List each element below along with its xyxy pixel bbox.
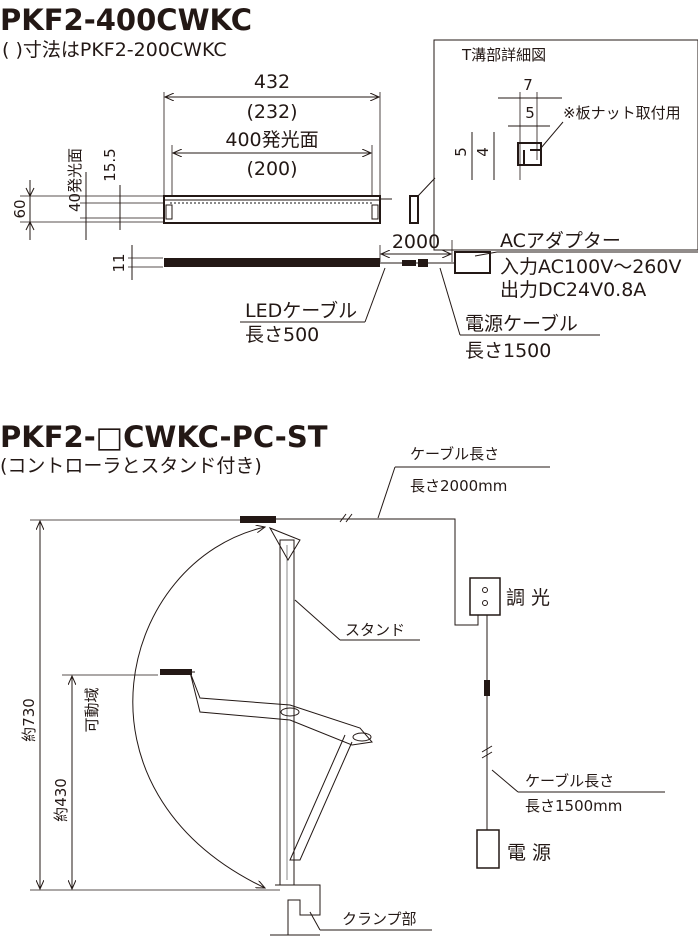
leader-line — [377, 466, 396, 519]
product-subtitle-top: ( )寸法はPKF2-200CWKC — [2, 39, 227, 61]
dim-cable-label: 2000 — [392, 231, 440, 253]
t-slot-profile — [517, 142, 542, 166]
clamp-label: クランプ部 — [342, 910, 417, 928]
detail-dim-7: 7 — [523, 76, 533, 94]
detail-note: ※板ナット取付用 — [563, 104, 681, 122]
leader-line — [439, 267, 461, 336]
power-cable-length: 長さ1500 — [465, 340, 551, 362]
detail-title: T溝部詳細図 — [461, 46, 546, 64]
leader-line — [474, 251, 498, 257]
light-bar-side-profile — [164, 258, 380, 267]
dim-430-label: 約430 — [52, 778, 70, 822]
power-cable-label: 電源ケーブル — [465, 312, 578, 335]
dim-emit-height-label: 40発光面 — [66, 148, 84, 212]
cable-bottom-length: 長さ1500mm — [525, 797, 622, 815]
detail-dim-5w: 5 — [525, 104, 535, 122]
dim-emit-alt-label: (200) — [246, 158, 297, 180]
adapter-label: ACアダプター — [500, 230, 621, 252]
break-mark — [481, 745, 493, 759]
dimmer-label: 調 光 — [506, 587, 550, 609]
cable-top — [275, 518, 456, 590]
light-bar-front — [163, 195, 392, 224]
ac-adapter — [454, 251, 491, 274]
dim-thickness-label: 11 — [110, 253, 128, 272]
dim-15-5-label: 15.5 — [101, 148, 119, 181]
movable-range-arc — [132, 527, 265, 888]
dimmer-controller — [469, 577, 501, 616]
cable-connector — [484, 680, 490, 696]
leader-line — [540, 121, 564, 149]
cable-top-label: ケーブル長さ — [410, 445, 499, 463]
led-cable-length: 長さ500 — [245, 324, 319, 346]
power-supply — [476, 829, 500, 869]
stand-label: スタンド — [345, 621, 405, 639]
power-label: 電 源 — [507, 842, 551, 864]
light-bar-side — [409, 177, 436, 224]
leader-line — [294, 599, 341, 641]
product-title-top: PKF2-400CWKC — [0, 3, 252, 37]
cable-to-controller — [454, 590, 479, 626]
dimmer-knob-icon — [482, 587, 488, 593]
dim-emit-label: 400発光面 — [225, 129, 318, 151]
cable-connector — [380, 259, 455, 267]
range-label: 可動域 — [83, 687, 101, 732]
dimmer-switch-icon — [482, 600, 488, 606]
led-cable-label: LEDケーブル — [245, 299, 357, 322]
detail-dim-4: 4 — [474, 147, 492, 157]
leader-line — [364, 267, 386, 323]
detail-box — [433, 39, 698, 251]
cable-top-length: 長さ2000mm — [410, 477, 507, 495]
dim-length-label: 432 — [254, 71, 290, 93]
detail-dim-5h: 5 — [452, 147, 470, 157]
dim-730-label: 約730 — [20, 698, 38, 742]
break-mark — [339, 513, 353, 523]
arrow — [25, 187, 35, 231]
dim-height-label: 60 — [11, 199, 29, 218]
adapter-input: 入力AC100V～260V — [500, 256, 681, 278]
leader-line — [491, 769, 519, 793]
stand — [160, 516, 373, 936]
cable-bottom-label: ケーブル長さ — [525, 772, 614, 790]
dim-length-alt-label: (232) — [246, 101, 297, 123]
product-title-bottom: PKF2-□CWKC-PC-ST — [0, 420, 328, 454]
product-subtitle-bottom: (コントローラとスタンド付き) — [0, 455, 262, 477]
adapter-output: 出力DC24V0.8A — [500, 279, 646, 301]
leader-line — [309, 911, 321, 931]
